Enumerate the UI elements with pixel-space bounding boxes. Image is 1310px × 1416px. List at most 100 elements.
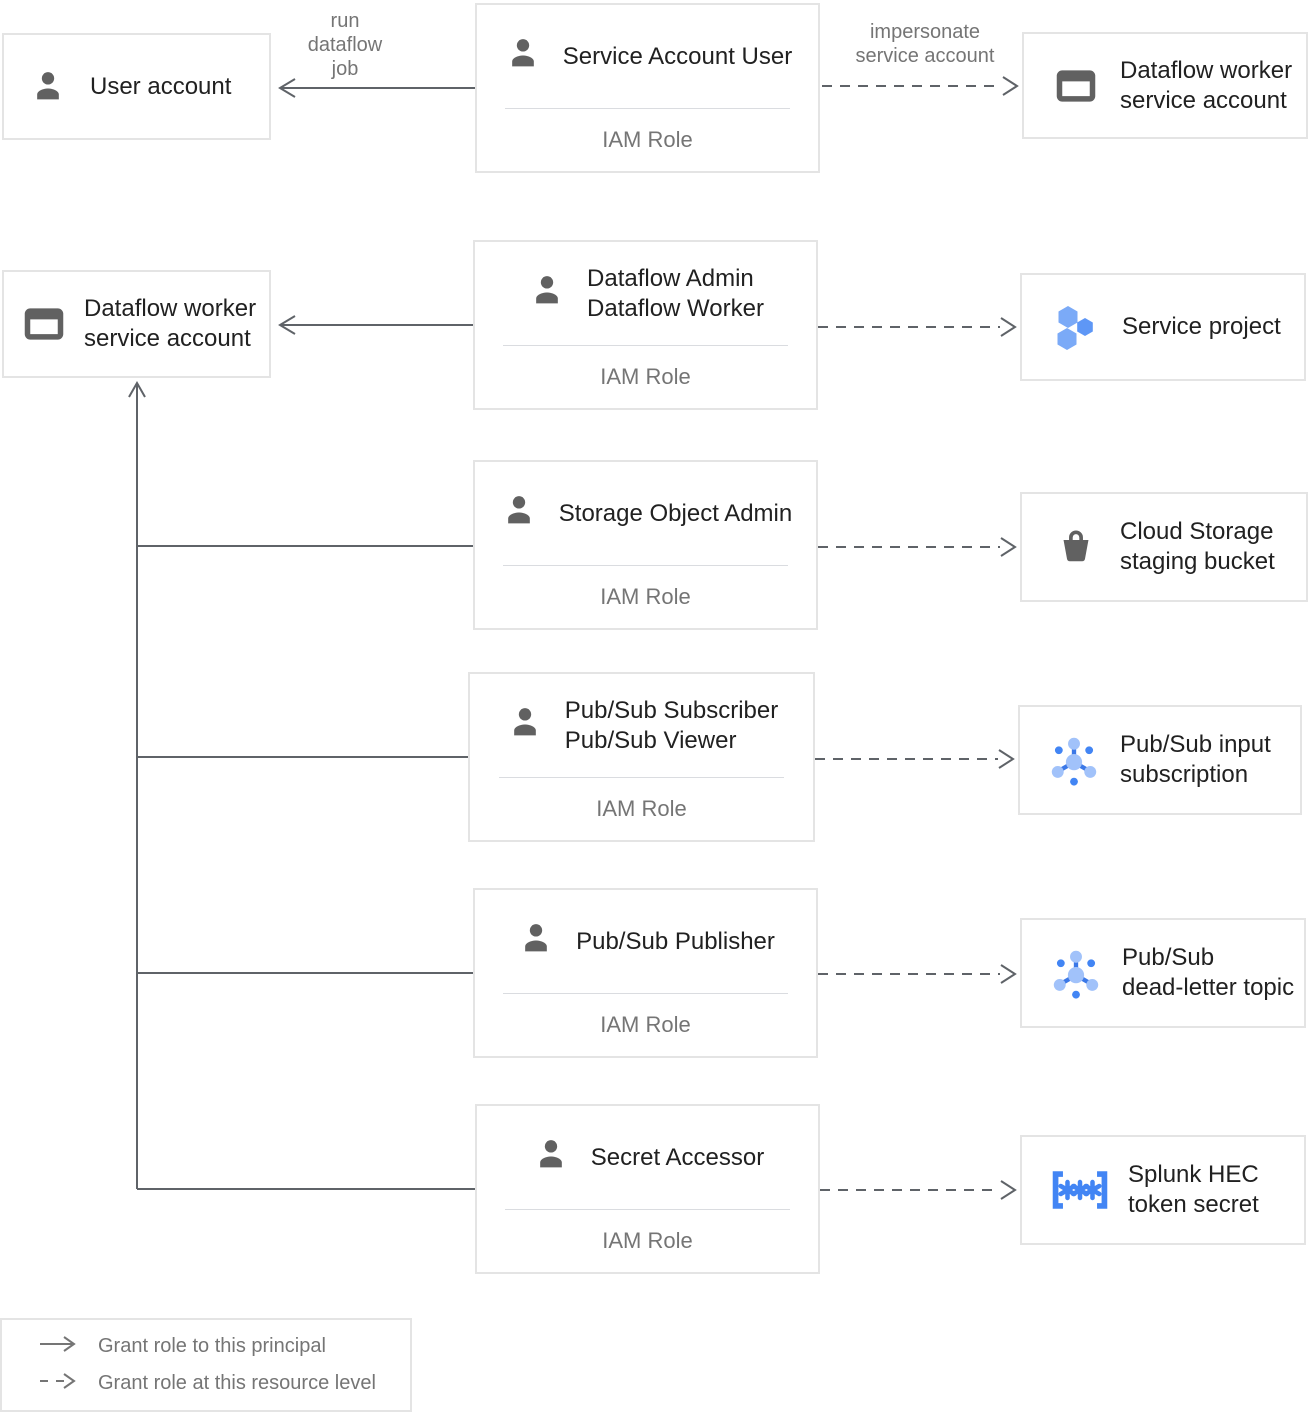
- node-label-line: service account: [84, 325, 251, 352]
- bucket-icon: [1054, 525, 1098, 569]
- role-title-line: Pub/Sub Subscriber: [564, 696, 779, 724]
- dashed-arrow-icon: [38, 1371, 84, 1396]
- node-pubsub-subscriber-viewer-role: Pub/Sub Subscriber Pub/Sub Viewer IAM Ro…: [468, 672, 815, 842]
- node-label: Pub/Sub input subscription: [1120, 730, 1271, 790]
- node-service-account-user-role: Service Account User IAM Role: [475, 3, 820, 173]
- node-label-line: Splunk HEC: [1128, 1161, 1259, 1188]
- role-title-line: Pub/Sub Viewer: [564, 726, 737, 754]
- person-icon: [516, 919, 556, 964]
- node-dataflow-admin-worker-role: Dataflow Admin Dataflow Worker IAM Role: [473, 240, 818, 410]
- person-icon: [527, 271, 567, 316]
- node-label-line: Dataflow worker: [1120, 56, 1293, 84]
- role-subtitle: IAM Role: [600, 584, 691, 609]
- node-label: Splunk HEC token secret: [1128, 1160, 1259, 1220]
- edge-label-line: service account: [855, 45, 995, 67]
- role-subtitle: IAM Role: [596, 796, 687, 821]
- service-account-icon: [1054, 64, 1098, 108]
- role-title-line: Dataflow Worker: [587, 294, 764, 322]
- person-icon: [499, 491, 539, 536]
- edge-label-line: dataflow: [307, 34, 383, 56]
- role-subtitle: IAM Role: [602, 1228, 693, 1253]
- role-divider: [503, 345, 788, 346]
- edge-label-run-dataflow-job: run dataflow job: [283, 9, 407, 81]
- role-title-line: Dataflow Admin: [587, 264, 754, 292]
- role-title: Dataflow Admin Dataflow Worker: [587, 264, 764, 324]
- person-icon: [531, 1135, 571, 1180]
- role-divider: [499, 777, 784, 778]
- node-label-line: subscription: [1120, 761, 1249, 788]
- node-label-line: service account: [1120, 86, 1287, 114]
- node-label-line: Pub/Sub: [1122, 944, 1215, 971]
- role-subtitle: IAM Role: [600, 364, 691, 389]
- node-label: Dataflow worker service account: [84, 294, 256, 354]
- node-storage-object-admin-role: Storage Object Admin IAM Role: [473, 460, 818, 630]
- legend: Grant role to this principal Grant role …: [0, 1318, 412, 1412]
- role-title-line: Storage Object Admin: [558, 499, 793, 527]
- node-label: Pub/Sub dead-letter topic: [1122, 943, 1294, 1003]
- node-label-line: Dataflow worker: [84, 295, 257, 322]
- node-pubsub-publisher-role: Pub/Sub Publisher IAM Role: [473, 888, 818, 1058]
- node-label-line: staging bucket: [1120, 548, 1275, 575]
- node-dataflow-worker-service-account-left: Dataflow worker service account: [2, 270, 271, 378]
- role-title: Pub/Sub Publisher: [576, 927, 775, 957]
- pubsub-icon: [1050, 947, 1102, 999]
- node-pubsub-input-subscription: Pub/Sub input subscription: [1018, 705, 1302, 815]
- secret-icon: [1048, 1165, 1112, 1215]
- role-divider: [505, 1209, 790, 1210]
- edge-label-line: job: [331, 58, 359, 80]
- role-title-line: Secret Accessor: [590, 1143, 765, 1171]
- role-divider: [503, 565, 788, 566]
- edge-grant-at-token-secret: [820, 1180, 1017, 1200]
- edge-grant-at-input-subscription: [815, 749, 1015, 769]
- role-title: Secret Accessor: [591, 1143, 764, 1173]
- node-label-line: token secret: [1128, 1191, 1259, 1218]
- node-pubsub-dead-letter-topic: Pub/Sub dead-letter topic: [1020, 918, 1306, 1028]
- edge-grant-at-staging-bucket: [818, 537, 1017, 557]
- edge-grant-at-dead-letter-topic: [818, 964, 1017, 984]
- role-divider: [503, 993, 788, 994]
- edge-grant-at-service-project: [818, 317, 1017, 337]
- edge-label-impersonate: impersonate service account: [835, 20, 1015, 68]
- edge-label-line: impersonate: [869, 21, 981, 43]
- edge-run-dataflow-job: [278, 78, 475, 98]
- service-account-icon: [22, 302, 66, 346]
- role-subtitle: IAM Role: [600, 1012, 691, 1037]
- role-title-line: Service Account User: [562, 42, 793, 70]
- node-label: Service project: [1122, 312, 1281, 342]
- person-icon: [503, 34, 543, 79]
- legend-label: Grant role to this principal: [98, 1335, 326, 1357]
- node-service-project: Service project: [1020, 273, 1306, 381]
- role-title: Service Account User: [563, 42, 792, 72]
- node-splunk-hec-token-secret: Splunk HEC token secret: [1020, 1135, 1306, 1245]
- node-label: User account: [90, 72, 231, 102]
- role-divider: [505, 108, 790, 109]
- project-icon: [1052, 303, 1100, 351]
- node-cloud-storage-staging-bucket: Cloud Storage staging bucket: [1020, 492, 1308, 602]
- node-label-line: Cloud Storage: [1120, 518, 1274, 545]
- edge-grant-to-worker-sa-trunk: [128, 380, 146, 1189]
- node-secret-accessor-role: Secret Accessor IAM Role: [475, 1104, 820, 1274]
- legend-label: Grant role at this resource level: [98, 1372, 376, 1394]
- pubsub-icon: [1048, 734, 1100, 786]
- edge-label-line: run: [330, 10, 360, 32]
- node-user-account: User account: [2, 33, 271, 140]
- person-icon: [28, 67, 68, 107]
- node-label-line: User account: [90, 72, 232, 100]
- node-label-line: Service project: [1122, 313, 1281, 340]
- role-title: Pub/Sub Subscriber Pub/Sub Viewer: [565, 696, 778, 756]
- edge-impersonate-service-account: [822, 76, 1019, 96]
- legend-item-solid: Grant role to this principal: [2, 1334, 410, 1359]
- role-title-line: Pub/Sub Publisher: [576, 927, 775, 955]
- node-label-line: dead-letter topic: [1122, 974, 1295, 1001]
- role-title: Storage Object Admin: [559, 499, 792, 529]
- node-dataflow-worker-service-account-right: Dataflow worker service account: [1022, 32, 1308, 139]
- node-label: Dataflow worker service account: [1120, 56, 1292, 116]
- role-subtitle: IAM Role: [602, 127, 693, 152]
- legend-item-dashed: Grant role at this resource level: [2, 1371, 410, 1396]
- node-label: Cloud Storage staging bucket: [1120, 517, 1275, 577]
- node-label-line: Pub/Sub input: [1120, 731, 1271, 758]
- person-icon: [505, 703, 545, 748]
- solid-arrow-icon: [38, 1334, 84, 1359]
